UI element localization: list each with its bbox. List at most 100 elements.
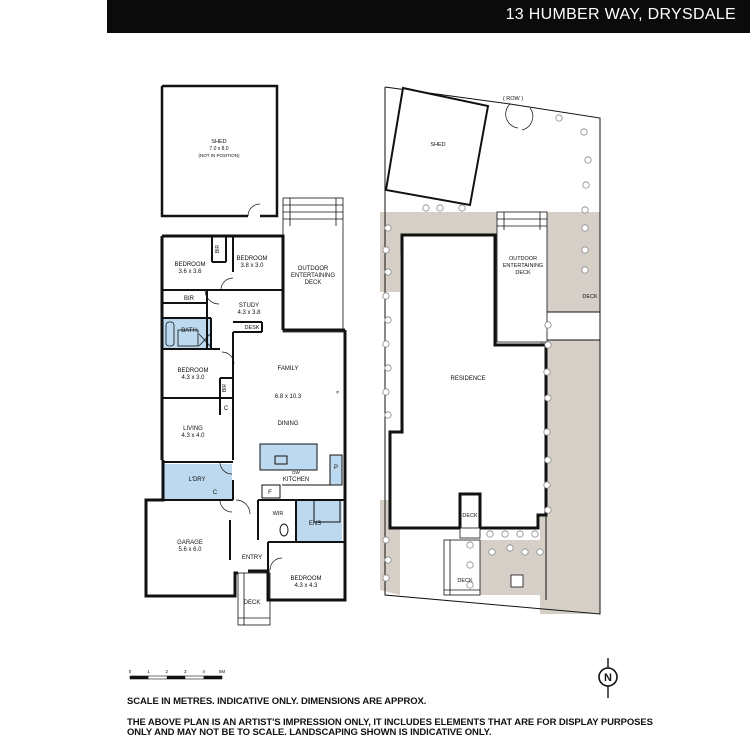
bir-label-side: BIR [222,383,228,392]
landscaping-plants [382,114,592,589]
residence-label: RESIDENCE [450,376,485,382]
bedroom3-dims: 4.3 x 3.0 [181,375,205,381]
scale-tick-2: 2 [166,669,169,674]
bir-label-mid: BIR [184,296,195,302]
plant-icon [501,530,509,538]
family-label: FAMILY [278,366,299,372]
kitchen-fittings [259,443,343,537]
plant-icon [458,204,466,212]
plant-icon [436,204,444,212]
scale-bar: 0 1 2 3 4 5M [129,669,226,680]
study-label: STUDY [239,303,259,309]
plant-icon [544,394,552,402]
bedroom2-dims: 3.8 x 3.0 [240,263,264,269]
laundry-label: L'DRY [188,477,205,483]
plant-icon [543,481,551,489]
plant-icon [384,268,392,276]
site-outdoor-label-1: OUTDOOR [509,256,537,262]
outdoor-deck-label-2: ENTERTAINING [291,273,335,279]
row-label: ( ROW ) [503,96,523,102]
site-shed-label: SHED [430,142,445,148]
plant-icon [531,530,539,538]
outdoor-deck-label-3: DECK [305,280,322,286]
site-decks [443,527,524,596]
plant-icon [544,456,552,464]
site-outdoor-label-3: DECK [515,270,531,276]
bedroom1-dims: 3.6 x 3.6 [178,269,202,275]
north-arrow-icon: N [598,658,618,698]
plant-icon [581,224,589,232]
scale-tick-5: 5M [219,669,226,674]
plant-icon [581,266,589,274]
floor-plan [144,84,347,626]
garage-dims: 5.6 x 6.0 [178,547,202,553]
plant-icon [543,428,551,436]
r-label: R [335,390,340,393]
plant-icon [382,388,390,396]
plant-icon [382,574,390,582]
plant-icon [581,246,589,254]
scale-tick-4: 4 [202,669,205,674]
plant-icon [521,548,529,556]
wet-areas [163,318,342,542]
plant-icon [580,128,588,136]
plant-icon [486,530,494,538]
plant-icon [506,544,514,552]
cupboard-label-a: C [224,406,229,412]
plant-icon [543,368,551,376]
pantry-label: P [334,465,338,471]
entry-deck-label: DECK [244,600,261,606]
shed-note: (NOT IN POSITION) [199,153,240,158]
plant-icon [581,206,589,214]
fridge-label: F [268,490,272,496]
plant-icon [488,548,496,556]
kitchen-label: KITCHEN [283,477,309,483]
family-dims: 6.8 x 10.3 [275,394,302,400]
bir-label-top: BIR [215,244,221,253]
plant-icon [384,316,392,324]
desk-label: DESK [245,325,260,331]
plant-icon [544,341,552,349]
bath-area [163,318,211,348]
garage-label: GARAGE [177,540,203,546]
wir-label: WIR [273,511,284,517]
plant-icon [382,292,390,300]
bedroom4-label: BEDROOM [290,576,321,582]
plant-icon [555,114,563,122]
plant-icon [466,581,474,589]
external-walls [144,234,347,602]
shed-label: SHED [211,139,226,145]
laundry-area [164,464,232,500]
plant-icon [466,541,474,549]
plant-icon [582,181,590,189]
entry-label: ENTRY [242,555,262,561]
study-dims: 4.3 x 3.8 [237,310,261,316]
ensuite-area [296,500,342,542]
floor-plan-labels: SHED 7.0 x 8.0 (NOT IN POSITION) BEDROOM… [174,139,340,606]
site-shed [384,86,490,207]
plant-icon [382,340,390,348]
site-plan: ( ROW ) SHED OUTDOOR ENTERTAINING DECK D… [380,86,601,615]
living-dims: 4.3 x 4.0 [181,433,205,439]
cupboard-label-b: C [213,490,218,496]
bath-label: BATH [181,328,197,334]
plant-icon [516,530,524,538]
shed-dims: 7.0 x 8.0 [209,146,228,152]
bath-fittings [165,321,211,347]
scale-tick-1: 1 [147,669,150,674]
dining-label: DINING [278,421,299,427]
plant-icon [422,204,430,212]
plant-icon [544,321,552,329]
plant-icon [382,536,390,544]
site-deck-bottom-label: DECK [457,578,473,584]
plant-icon [382,246,390,254]
site-deck-mid-label: DECK [462,513,478,519]
plant-icon [544,506,552,514]
scale-tick-0: 0 [129,669,132,674]
living-label: LIVING [183,426,203,432]
scale-note: SCALE IN METRES. INDICATIVE ONLY. DIMENS… [127,696,427,707]
bedroom2-label: BEDROOM [236,256,267,262]
door-swings [204,277,283,571]
plant-icon [536,548,544,556]
scale-tick-3: 3 [184,669,187,674]
